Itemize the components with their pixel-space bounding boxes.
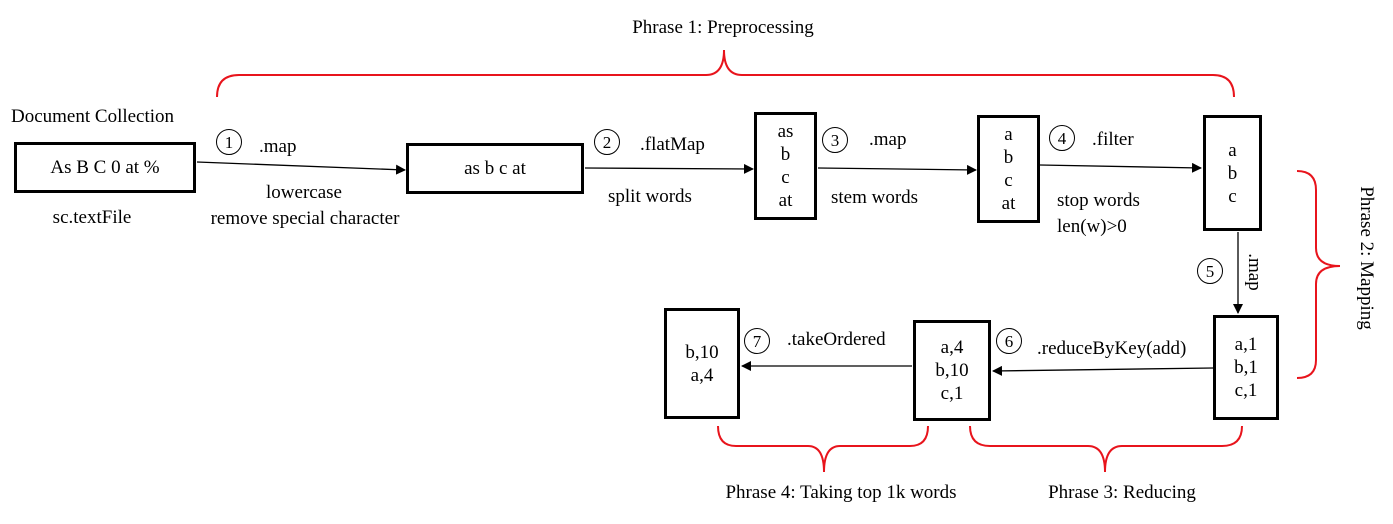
phase-3-label: Phrase 3: Reducing	[1048, 482, 1196, 503]
step-3-desc: stem words	[831, 187, 919, 208]
mapped-pair: c,1	[1234, 380, 1258, 401]
step-6-op: .reduceByKey(add)	[1037, 338, 1187, 359]
stem-word: a	[1004, 124, 1013, 145]
arrow-step-4	[1039, 162, 1202, 173]
step-6-number: 6	[996, 328, 1022, 354]
lowercase-box: as b c at	[406, 143, 584, 194]
lowercase-text: as b c at	[464, 158, 526, 179]
filtered-word: c	[1228, 185, 1237, 207]
document-box: As B C 0 at %	[14, 142, 196, 193]
step-1-op: .map	[259, 136, 297, 157]
step-1-desc-line-1: lowercase	[266, 182, 342, 203]
filtered-words-box: a b c	[1203, 115, 1262, 231]
step-2-number: 2	[594, 129, 620, 155]
arrow-step-1	[196, 161, 406, 175]
step-4-desc-line-1: stop words	[1057, 190, 1140, 211]
step-1-number: 1	[216, 129, 242, 155]
step-7-number: 7	[744, 328, 770, 354]
stem-words-box: a b c at	[977, 115, 1040, 223]
arrow-step-2	[584, 163, 754, 174]
split-words-box: as b c at	[754, 112, 817, 220]
reduced-counts-box: a,4 b,10 c,1	[913, 320, 991, 421]
top-words-box: b,10 a,4	[664, 308, 740, 419]
arrow-step-6	[992, 365, 1214, 376]
phase-1-label: Phrase 1: Preprocessing	[632, 17, 814, 38]
top-word: a,4	[690, 364, 714, 386]
phase-1-bracket	[216, 49, 1235, 98]
mapped-pairs-box: a,1 b,1 c,1	[1213, 315, 1279, 420]
step-3-number: 3	[822, 127, 848, 153]
document-collection-title: Document Collection	[11, 106, 175, 127]
step-4-desc-line-2: len(w)>0	[1057, 216, 1127, 237]
split-word: as	[777, 121, 794, 142]
arrow-step-3	[817, 164, 977, 175]
filtered-word: b	[1227, 162, 1238, 184]
step-4-number: 4	[1049, 125, 1075, 151]
mapped-pair: b,1	[1234, 357, 1258, 378]
top-word: b,10	[685, 341, 719, 363]
step-7-op: .takeOrdered	[787, 329, 886, 350]
split-word: at	[778, 190, 793, 211]
reduced-count: b,10	[935, 360, 969, 381]
reduced-count: c,1	[940, 383, 964, 404]
mapped-pair: a,1	[1234, 334, 1258, 355]
phase-2-bracket	[1296, 170, 1341, 379]
split-word: b	[780, 144, 791, 165]
filtered-word: a	[1228, 139, 1237, 161]
step-2-op: .flatMap	[640, 134, 705, 155]
document-text: As B C 0 at %	[50, 157, 160, 178]
split-word: c	[781, 167, 790, 188]
phase-4-label: Phrase 4: Taking top 1k words	[725, 482, 957, 503]
stem-word: c	[1004, 170, 1013, 191]
step-1-desc-line-2: remove special character	[210, 208, 400, 229]
reduced-count: a,4	[940, 337, 964, 358]
step-3-op: .map	[869, 129, 907, 150]
phase-3-bracket	[969, 425, 1243, 473]
step-5-op: .map	[1244, 253, 1265, 291]
stem-word: b	[1003, 147, 1014, 168]
source-label: sc.textFile	[52, 207, 132, 228]
phase-2-label: Phrase 2: Mapping	[1356, 186, 1377, 330]
stem-word: at	[1001, 193, 1016, 214]
step-4-op: .filter	[1092, 129, 1134, 150]
phase-4-bracket	[717, 425, 929, 473]
step-5-number: 5	[1197, 258, 1223, 284]
step-2-desc: split words	[608, 186, 692, 207]
